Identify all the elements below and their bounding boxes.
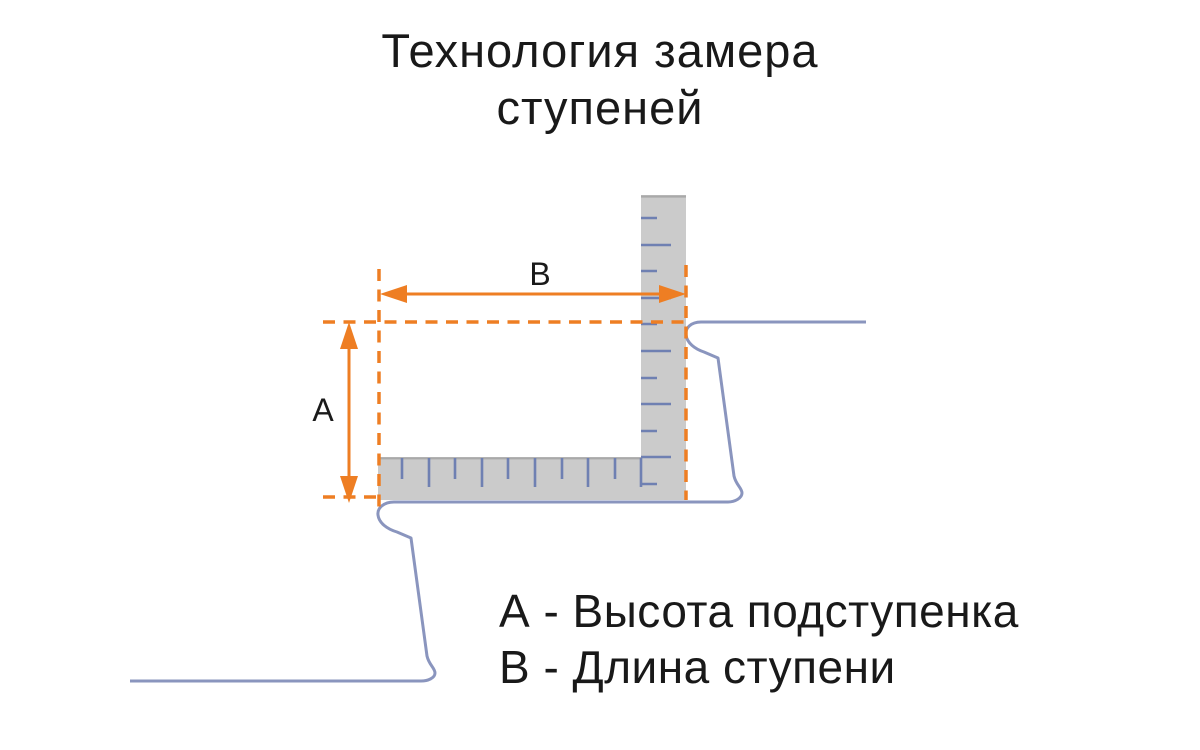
- vertical-ruler-ticks-short: [641, 216, 657, 486]
- arrow-a-down-arrowhead-icon: [340, 476, 358, 503]
- page-title-line1: Технология замера: [381, 24, 819, 77]
- stair-profile-line: [130, 320, 866, 683]
- arrow-a-up-arrowhead-icon: [340, 322, 358, 349]
- vertical-ruler-ticks-long: [641, 243, 671, 459]
- carpenter-square-ruler: [378, 195, 686, 500]
- legend: А - Высота подступенка В - Длина ступени: [499, 583, 1019, 695]
- dimension-arrow-b: [380, 285, 686, 303]
- page-title-line2: ступеней: [496, 81, 704, 134]
- legend-line-step-length: В - Длина ступени: [499, 641, 896, 693]
- legend-line-riser-height: А - Высота подступенка: [499, 585, 1019, 637]
- dimension-label-a: А: [312, 392, 334, 428]
- arrow-b-left-arrowhead-icon: [380, 285, 407, 303]
- page-title: Технология замера ступеней: [0, 22, 1200, 136]
- dimension-arrow-a: [340, 322, 358, 503]
- dimension-label-b: В: [529, 256, 550, 292]
- horizontal-ruler-ticks-long: [427, 458, 643, 487]
- vertical-ruler-blade: [641, 195, 686, 500]
- horizontal-ruler-ticks-short: [400, 458, 617, 479]
- arrow-b-right-arrowhead-icon: [659, 285, 686, 303]
